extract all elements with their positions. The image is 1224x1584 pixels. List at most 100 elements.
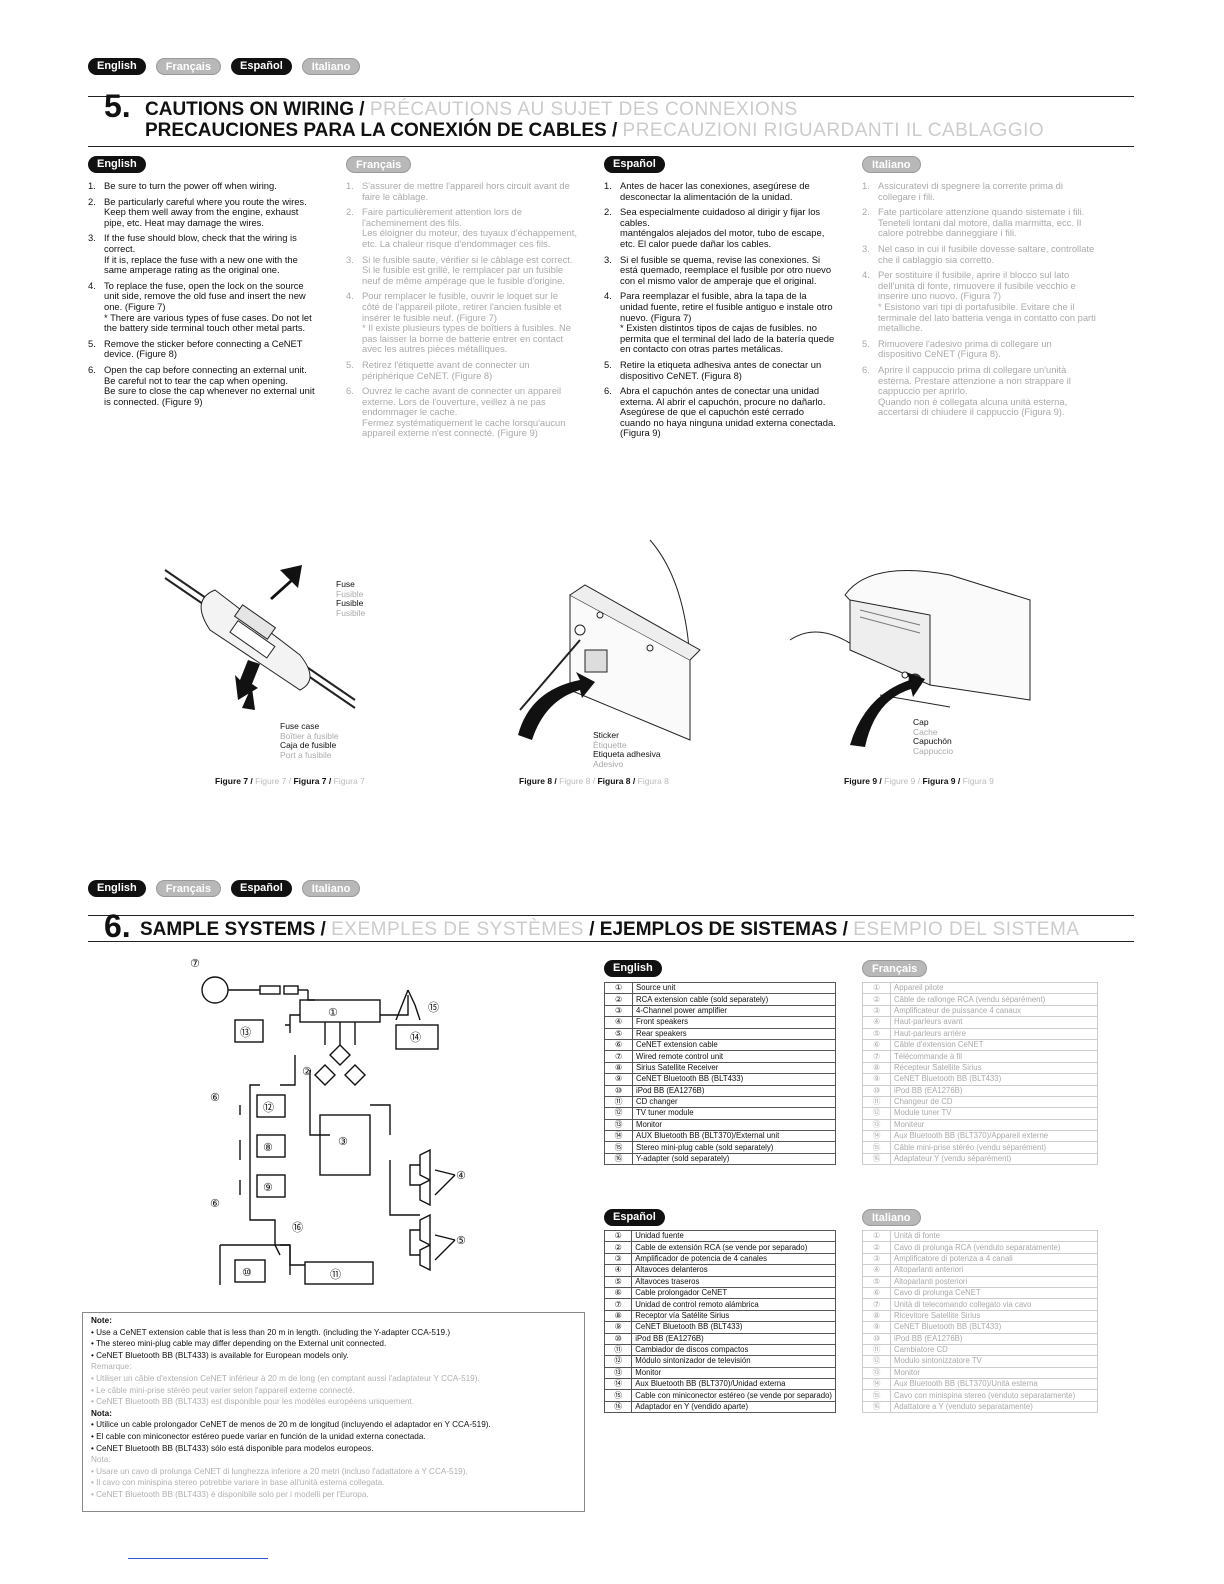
legend-number: ⑥ bbox=[862, 1286, 891, 1300]
legend-label: Appareil pilote bbox=[890, 981, 1098, 995]
legend-number: ⑧ bbox=[862, 1309, 891, 1323]
caution-text: Aprire il cappuccio prima di collegare u… bbox=[878, 363, 1071, 418]
title-es: PRECAUCIONES PARA LA CONEXIÓN DE CABLES … bbox=[145, 120, 618, 141]
legend-label: Haut-parleurs arrière bbox=[890, 1027, 1098, 1040]
caution-text: Assicuratevi di spegnere la corrente pri… bbox=[878, 180, 1063, 202]
caution-number: 2. bbox=[604, 206, 612, 218]
legend-label: Télécommande à fil bbox=[890, 1050, 1098, 1063]
caution-text: If the fuse should blow, check that the … bbox=[104, 232, 298, 276]
caution-item: 5.Remove the sticker before connecting a… bbox=[88, 337, 320, 360]
legend-label: Receptor vía Satélite Sirius bbox=[631, 1309, 836, 1323]
legend-number: ⑬ bbox=[604, 1118, 633, 1132]
legend-number: ⑫ bbox=[862, 1355, 891, 1368]
tab-espanol[interactable]: Español bbox=[230, 880, 292, 897]
tab-francais[interactable]: Français bbox=[155, 58, 221, 75]
legend-label: Aux Bluetooth BB (BLT370)/Unità esterna bbox=[890, 1378, 1098, 1391]
caution-text: Faire particulièrement attention lors de… bbox=[362, 206, 577, 249]
note-line: • Use a CeNET extension cable that is le… bbox=[91, 1327, 451, 1337]
tab-francais[interactable]: Français bbox=[155, 880, 221, 897]
caution-text: Sea especialmente cuidadoso al dirigir y… bbox=[620, 206, 825, 249]
note-line: • Il cavo con minispina stereo potrebbe … bbox=[91, 1478, 385, 1488]
legend-label: RCA extension cable (sold separately) bbox=[632, 993, 836, 1006]
caution-item: 6.Abra el capuchón antes de conectar una… bbox=[604, 385, 836, 439]
legend-number: ⑦ bbox=[862, 1298, 891, 1311]
caution-item: 1.Antes de hacer las conexiones, asegúre… bbox=[604, 180, 836, 202]
legend-label: Cable prolongador CeNET bbox=[631, 1286, 836, 1300]
legend-number: ① bbox=[604, 981, 633, 995]
legend-number: ① bbox=[862, 981, 891, 995]
legend-number: ① bbox=[603, 1229, 633, 1243]
caution-text: Si le fusible saute, vérifier si le câbl… bbox=[362, 253, 573, 286]
legend-number: ③ bbox=[604, 1004, 633, 1018]
legend-number: ③ bbox=[862, 1004, 891, 1018]
callout-6a: ⑥ bbox=[210, 1091, 220, 1104]
legend-tag-francais: Français bbox=[862, 960, 928, 977]
caution-text: Be particularly careful where you route … bbox=[104, 195, 307, 228]
callout-6b: ⑥ bbox=[210, 1197, 220, 1210]
callout-14: ⑭ bbox=[410, 1031, 421, 1044]
legend-number: ⑮ bbox=[603, 1389, 633, 1402]
callout-9: ⑨ bbox=[263, 1181, 273, 1194]
tab-espanol[interactable]: Español bbox=[230, 58, 292, 75]
figure7-fuse-illustration bbox=[164, 565, 356, 710]
tab-italiano[interactable]: Italiano bbox=[301, 58, 361, 75]
tab-english[interactable]: English bbox=[88, 880, 146, 897]
legend-label: Cable con miniconector estéreo (se vende… bbox=[631, 1389, 836, 1402]
tab-english[interactable]: English bbox=[88, 58, 146, 75]
cautions-italiano: 1.Assicuratevi di spegnere la corrente p… bbox=[862, 180, 1098, 423]
legend-label: Amplificador de potencia de 4 canales bbox=[631, 1252, 836, 1266]
legend-label: Módulo sintonizador de televisión bbox=[631, 1355, 836, 1368]
legend-label: Source unit bbox=[632, 981, 836, 995]
caution-text: Remove the sticker before connecting a C… bbox=[104, 337, 303, 360]
caution-number: 5. bbox=[346, 358, 354, 370]
caution-number: 3. bbox=[346, 253, 354, 265]
caution-item: 1.Assicuratevi di spegnere la corrente p… bbox=[862, 180, 1098, 202]
legend-label: Unità di fonte bbox=[890, 1229, 1098, 1243]
figure8-sticker-illustration bbox=[518, 539, 701, 741]
legend-number: ⑥ bbox=[862, 1038, 891, 1052]
caution-item: 6.Aprire il cappuccio prima di collegare… bbox=[862, 363, 1098, 418]
tab-italiano[interactable]: Italiano bbox=[301, 880, 361, 897]
caution-text: Abra el capuchón antes de conectar una u… bbox=[620, 385, 836, 439]
caution-number: 2. bbox=[862, 206, 870, 218]
legend-number: ⑭ bbox=[603, 1378, 633, 1391]
footer-link-rule bbox=[128, 1558, 268, 1559]
title-it: PRECAUZIONI RIGUARDANTI IL CABLAGGIO bbox=[622, 120, 1045, 141]
caution-text: Rimuovere l'adesivo prima di collegare u… bbox=[878, 337, 1052, 360]
caution-item: 5.Rimuovere l'adesivo prima di collegare… bbox=[862, 337, 1098, 360]
callout-13: ⑬ bbox=[240, 1026, 251, 1039]
note-fr: • Utiliser un câble d'extension CeNET in… bbox=[91, 1373, 576, 1408]
legend-number: ⑧ bbox=[603, 1309, 633, 1323]
caution-item: 3.If the fuse should blow, check that th… bbox=[88, 233, 320, 275]
caution-item: 3. Si le fusible saute, vérifier si le câ… bbox=[346, 253, 578, 287]
legend-number: ⑦ bbox=[604, 1050, 633, 1063]
figure9-cap-label: Cap Cache Capuchón Cappuccio bbox=[913, 717, 954, 756]
legend-label: Unidad fuente bbox=[631, 1229, 836, 1243]
legend-number: ⑨ bbox=[862, 1321, 891, 1334]
caution-item: 4.Per sostituire il fusibile, aprire il … bbox=[862, 269, 1098, 334]
col-tag-english: English bbox=[88, 156, 146, 173]
caution-item: 1.S'assurer de mettre l'appareil hors ci… bbox=[346, 180, 578, 202]
caution-item: 3.Nel caso in cui il fusibile dovesse sa… bbox=[862, 243, 1098, 265]
note-line: • CeNET Bluetooth BB (BLT433) sólo está … bbox=[91, 1443, 374, 1453]
caution-text: Retirez l'étiquette avant de connecter u… bbox=[362, 358, 530, 381]
legend-label: Amplificatore di potenza a 4 canali bbox=[890, 1252, 1098, 1266]
section6-rule-top bbox=[88, 915, 1134, 916]
legend-number: ⑧ bbox=[604, 1061, 633, 1075]
legend-number: ⑯ bbox=[862, 1400, 891, 1414]
caution-item: 4.Pour remplacer le fusible, ouvrir le l… bbox=[346, 291, 578, 355]
